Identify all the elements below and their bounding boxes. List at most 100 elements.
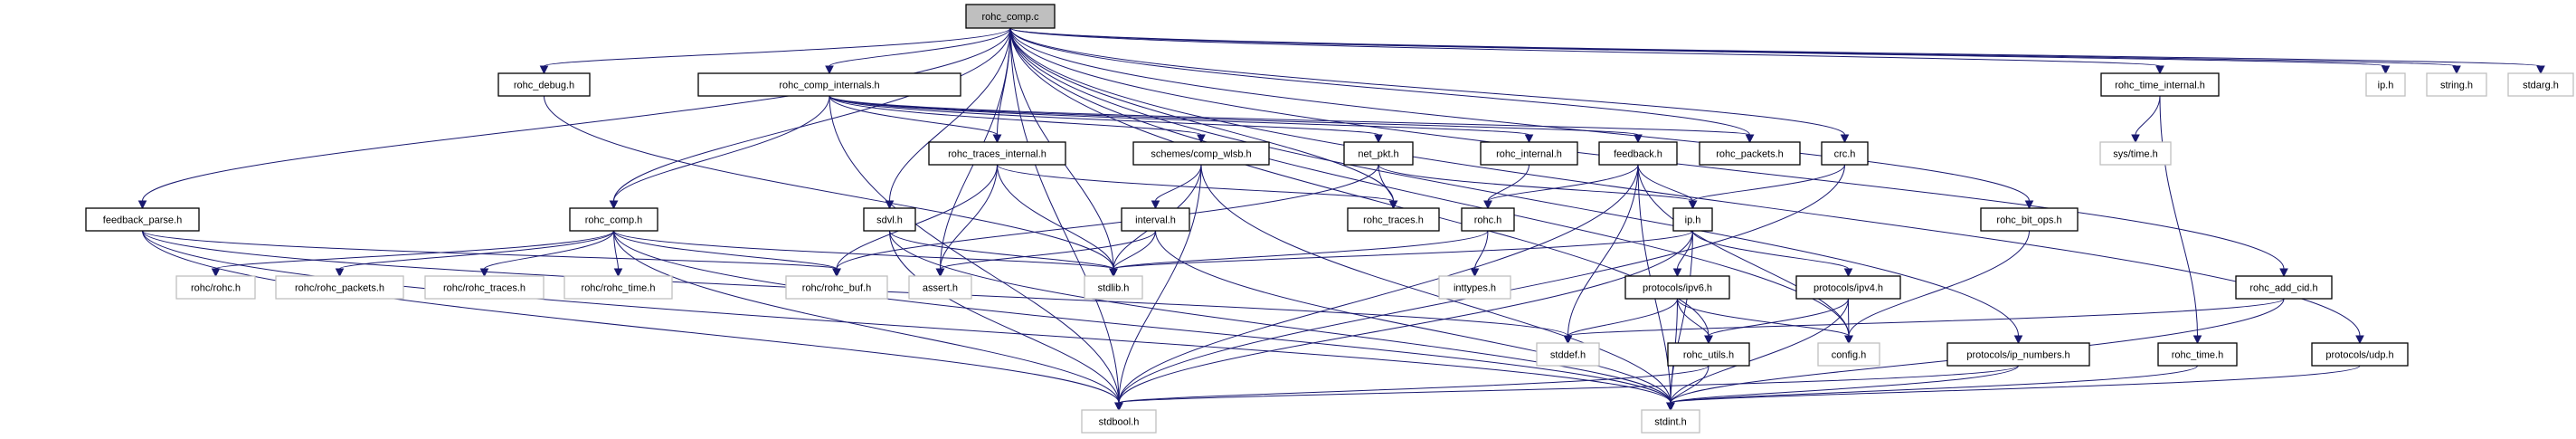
edge-protocols_ipv4_h-to-config_h [1844,298,1853,345]
arrowhead-icon [1109,268,1118,278]
edge-rohc_comp_h-to-rohc_rohc_packets_h [335,230,614,278]
node-label: rohc_traces.h [1363,215,1424,226]
node-label: inttypes.h [1454,283,1496,294]
node-feedback-h[interactable]: feedback.h [1598,141,1678,166]
node-rohc-traces-h[interactable]: rohc_traces.h [1347,207,1440,232]
node-label: rohc_comp.h [585,215,643,226]
node-box [863,207,916,232]
node-ip-h[interactable]: ip.h [1672,207,1713,232]
node-box [1667,342,1750,367]
edge-line [836,164,1379,270]
node-rohc-packets-h[interactable]: rohc_packets.h [1699,141,1801,166]
node-rohc-time-h[interactable]: rohc_time.h [2157,342,2238,367]
node-rohc-add-cid-h[interactable]: rohc_add_cid.h [2235,275,2333,300]
edge-line [142,230,838,270]
node-rohc-debug-h[interactable]: rohc_debug.h [497,72,591,97]
node-rohc-comp-c[interactable]: rohc_comp.c [965,4,1056,29]
arrowhead-icon [2279,268,2288,278]
node-rohc-utils-h[interactable]: rohc_utils.h [1667,342,1750,367]
node-box [785,275,888,300]
node-label: config.h [1832,350,1867,361]
node-rohc-bit-ops-h[interactable]: rohc_bit_ops.h [1980,207,2079,232]
edge-line [1118,164,1639,404]
edge-rohc_time_internal_h-to-sys_time_h [2131,95,2161,144]
node-rohc-comp-h[interactable]: rohc_comp.h [569,207,658,232]
node-label: interval.h [1135,215,1176,226]
edge-protocols_ip_numbers_h-to-stdint_h [1666,365,2019,412]
node-label: stdint.h [1654,417,1686,428]
edge-rohc_comp_h-to-rohc_rohc_traces_h [479,230,614,278]
node-box [1536,342,1600,367]
arrowhead-icon [2013,335,2023,345]
edge-rohc_comp_internals_h-to-feedback_h [829,95,1643,144]
edge-line [829,95,1202,136]
arrowhead-icon [613,268,623,278]
arrowhead-icon [211,268,221,278]
edge-rohc_comp_c-to-protocols_ip_numbers_h [1009,27,2023,345]
node-label: stddef.h [1550,350,1586,361]
arrowhead-icon [992,134,1002,144]
edge-line [613,230,1120,404]
node-protocols-udp-h[interactable]: protocols/udp.h [2311,342,2409,367]
node-sdvl-h[interactable]: sdvl.h [863,207,916,232]
edge-line [1118,365,1709,404]
arrowhead-icon [1634,134,1643,144]
node-label: rohc_comp_internals.h [779,81,879,91]
node-label: sdvl.h [876,215,903,226]
edge-line [889,230,1120,404]
edge-line [889,230,1672,404]
node-protocols-ipv6-h[interactable]: protocols/ipv6.h [1624,275,1730,300]
node-rohc-h[interactable]: rohc.h [1461,207,1515,232]
node-box [1598,141,1678,166]
arrowhead-icon [1114,402,1123,412]
node-crc-h[interactable]: crc.h [1821,141,1869,166]
arrowhead-icon [832,268,841,278]
node-rohc-time-internal-h[interactable]: rohc_time_internal.h [2100,72,2220,97]
arrowhead-icon [1197,134,1206,144]
node-label: rohc_bit_ops.h [1996,215,2061,226]
node-label: sys/time.h [2113,149,2158,160]
node-net-pkt-h[interactable]: net_pkt.h [1343,141,1414,166]
edge-line [613,230,838,270]
node-interval-h[interactable]: interval.h [1121,207,1190,232]
node-rohc-traces-internal-h[interactable]: rohc_traces_internal.h [928,141,1066,166]
edge-rohc_comp_h-to-rohc_rohc_h [211,230,614,278]
arrowhead-icon [1151,200,1160,210]
node-rohc-internal-h[interactable]: rohc_internal.h [1480,141,1578,166]
node-protocols-ip-numbers-h[interactable]: protocols/ip_numbers.h [1946,342,2090,367]
node-protocols-ipv4-h[interactable]: protocols/ipv4.h [1795,275,1901,300]
node-box [497,72,591,97]
edge-rohc_comp_c-to-crc_h [1009,27,1850,144]
edge-line [1848,298,1850,337]
edge-line [1009,27,2030,202]
edge-line [1567,164,1639,337]
edge-rohc_comp_h-to-rohc_rohc_buf_h [613,230,841,278]
node-rohc-rohc-packets-h: rohc/rohc_packets.h [275,275,404,300]
node-box [1132,141,1270,166]
node-box [2426,72,2487,97]
edge-line [1118,365,2019,404]
node-string-h: string.h [2426,72,2487,97]
arrowhead-icon [609,200,619,210]
node-box [697,72,961,97]
node-box [1480,141,1578,166]
edge-line [613,230,619,270]
node-rohc-comp-internals-h[interactable]: rohc_comp_internals.h [697,72,961,97]
edge-line [1692,164,1845,202]
node-schemes-comp-wlsb-h[interactable]: schemes/comp_wlsb.h [1132,141,1270,166]
node-box [1121,207,1190,232]
node-box [1081,409,1157,434]
node-label: crc.h [1834,149,1856,160]
edge-line [2159,95,2198,337]
edge-line [1009,27,2542,67]
node-stdbool-h: stdbool.h [1081,409,1157,434]
node-label: protocols/ipv4.h [1814,283,1883,294]
node-feedback-parse-h[interactable]: feedback_parse.h [85,207,200,232]
node-assert-h: assert.h [908,275,972,300]
edge-line [997,164,1114,270]
edge-rohc_comp_internals_h-to-net_pkt_h [829,95,1383,144]
node-rohc-rohc-traces-h: rohc/rohc_traces.h [424,275,545,300]
edge-feedback_parse_h-to-stdint_h [142,230,1675,412]
edge-line [829,95,998,136]
node-box [1821,141,1869,166]
